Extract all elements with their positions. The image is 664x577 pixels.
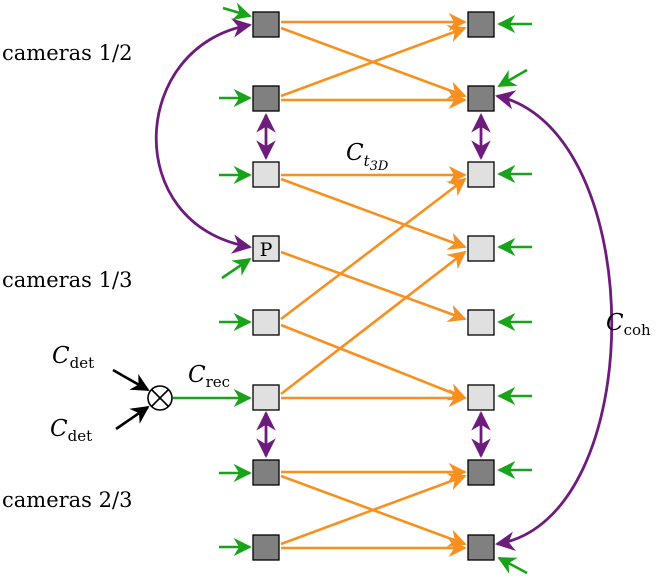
c-det-top-main: C bbox=[52, 343, 70, 369]
group-label-cameras-13: cameras 1/3 bbox=[2, 268, 132, 292]
node-right-7 bbox=[467, 459, 495, 486]
node-right-8 bbox=[467, 534, 495, 561]
node-p-label: P bbox=[260, 239, 273, 261]
det-arrow-top bbox=[112, 368, 150, 392]
node-left-1 bbox=[252, 11, 280, 38]
det-arrow-bottom bbox=[115, 405, 150, 431]
node-left-6 bbox=[252, 384, 280, 411]
purple-curve-right-coh bbox=[495, 90, 613, 551]
arrow-l5-r3 bbox=[280, 177, 467, 321]
c-t3d-sub-sub: 3D bbox=[370, 159, 389, 174]
node-left-7 bbox=[252, 459, 280, 486]
label-c-coh: Ccoh bbox=[606, 310, 651, 339]
node-right-5 bbox=[467, 309, 495, 336]
node-right-6 bbox=[467, 384, 495, 411]
label-c-rec: Crec bbox=[188, 362, 230, 391]
arrow-l6-r4 bbox=[280, 250, 467, 396]
c-t3d-sub-t: t bbox=[364, 152, 371, 170]
arrow-l8-r7 bbox=[280, 473, 467, 546]
node-left-2 bbox=[252, 85, 280, 112]
c-rec-sub: rec bbox=[206, 373, 230, 391]
green-in-r8 bbox=[497, 556, 528, 575]
arrow-l5-r6 bbox=[280, 323, 467, 401]
node-left-p bbox=[252, 235, 280, 262]
node-left-3 bbox=[252, 161, 280, 188]
arrow-l2-r1 bbox=[280, 25, 467, 98]
input-arrows bbox=[173, 2, 532, 575]
arrow-l3-r4 bbox=[280, 177, 467, 250]
c-t3d-main: C bbox=[346, 140, 364, 166]
node-right-2 bbox=[467, 85, 495, 112]
group-label-cameras-12: cameras 1/2 bbox=[2, 41, 132, 65]
label-c-det-bottom: Cdet bbox=[50, 416, 92, 445]
arrow-lp-r5 bbox=[280, 250, 467, 322]
green-in-r2 bbox=[497, 68, 528, 88]
green-in-l1 bbox=[222, 2, 252, 21]
purple-curve-left bbox=[154, 18, 252, 254]
node-left-8 bbox=[252, 534, 280, 561]
transfer-arrows bbox=[280, 12, 467, 558]
c-coh-main: C bbox=[606, 310, 624, 336]
detection-arrows bbox=[112, 368, 150, 431]
c-coh-sub: coh bbox=[624, 321, 651, 339]
node-right-4 bbox=[467, 235, 495, 262]
combine-node bbox=[147, 385, 173, 411]
c-det-bottom-sub: det bbox=[68, 427, 93, 445]
label-c-t3d: Ct3D bbox=[346, 140, 389, 174]
left-camera-nodes bbox=[252, 11, 280, 561]
c-rec-main: C bbox=[188, 362, 206, 388]
coherence-arrows bbox=[154, 18, 613, 551]
group-label-cameras-23: cameras 2/3 bbox=[2, 488, 132, 512]
node-left-5 bbox=[252, 309, 280, 336]
node-right-3 bbox=[467, 161, 495, 188]
green-in-lp bbox=[221, 257, 252, 280]
label-c-det-top: Cdet bbox=[52, 343, 94, 372]
node-right-1 bbox=[467, 11, 495, 38]
right-camera-nodes bbox=[467, 11, 495, 561]
c-det-top-sub: det bbox=[70, 354, 95, 372]
c-det-bottom-main: C bbox=[50, 416, 68, 442]
